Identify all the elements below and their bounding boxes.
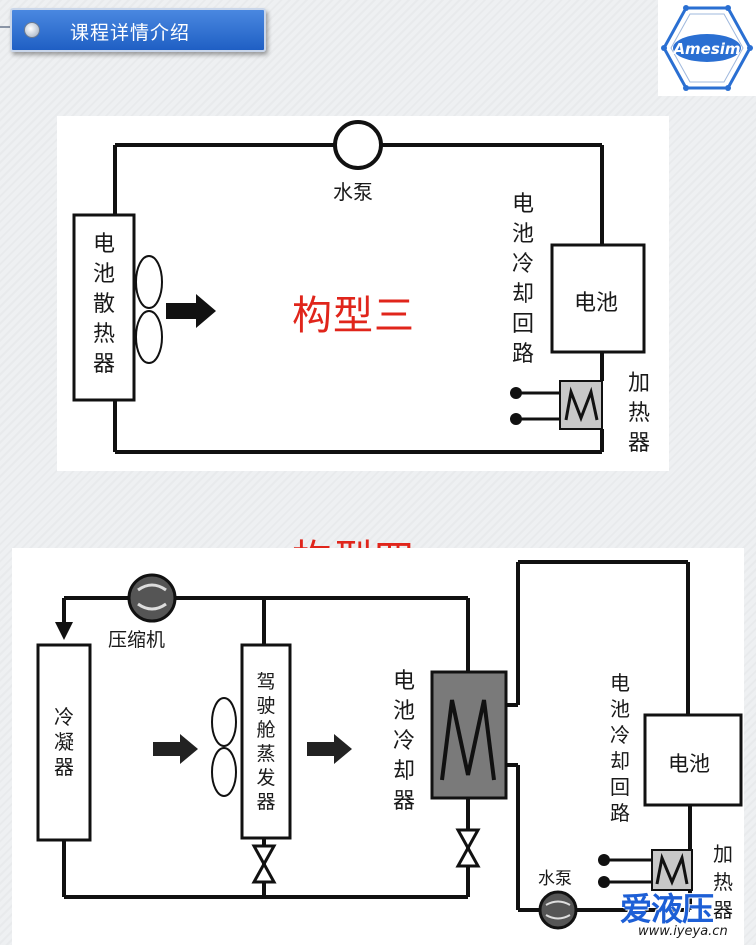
flow-arrow-icon [55,622,73,640]
terminal-icon [510,387,522,399]
config3-loop-label: 电池冷却回路 [511,192,534,367]
config3-battery-label: 电池 [574,291,619,316]
amesim-logo: Amesim [658,0,756,96]
heater-coil-icon [655,852,689,886]
config4-compressor-label: 压缩机 [108,629,166,651]
section-title: 课程详情介绍 [70,22,191,44]
svg-text:Amesim: Amesim [672,40,740,58]
battery-box [550,243,646,354]
config4-battery-label: 电池 [668,752,710,776]
config4-chiller-label: 电池冷却器 [392,669,415,814]
config3-heater-label: 加热器 [627,371,650,456]
config4-heater-label: 加热器 [713,842,733,922]
config3-title: 构型三 [292,293,415,339]
config4-condenser-label: 冷凝器 [54,705,74,779]
chiller-coil-icon [440,699,496,781]
expansion-valve-icon [251,844,277,868]
pump-icon [333,120,383,170]
battery-box [643,713,743,807]
heater-coil-icon [564,386,599,423]
watermark: 爱液压 www.iyeya.cn [618,884,752,942]
airflow-arrow-icon [307,734,352,764]
fan-blade-upper-icon [211,697,237,747]
airflow-arrow-icon [153,734,198,764]
fan-blade-upper-icon [135,255,163,309]
water-pump-icon [538,890,578,930]
terminal-icon [598,876,610,888]
radiator-box [72,213,136,402]
config3-radiator-label: 电池散热器 [92,232,115,377]
watermark-url: www.iyeya.cn [638,924,728,939]
fan-blade-lower-icon [135,310,163,364]
tab-knob-icon [24,22,40,38]
fan-blade-lower-icon [211,747,237,797]
terminal-icon [510,413,522,425]
watermark-brand: 爱液压 [620,890,714,928]
config4-evaporator-label: 驾驶舱蒸发器 [256,671,276,813]
section-tab[interactable]: 课程详情介绍 [10,8,266,52]
config4-loop-label: 电池冷却回路 [610,671,630,825]
evaporator-box [240,643,292,840]
amesim-logo-icon: Amesim [661,5,753,91]
terminal-icon [598,854,610,866]
condenser-box [36,643,92,842]
expansion-valve-icon [455,828,481,852]
airflow-arrow-icon [166,294,216,328]
config4-pump-label: 水泵 [538,869,572,889]
config3-pump-label: 水泵 [333,180,373,204]
compressor-icon [127,573,177,623]
